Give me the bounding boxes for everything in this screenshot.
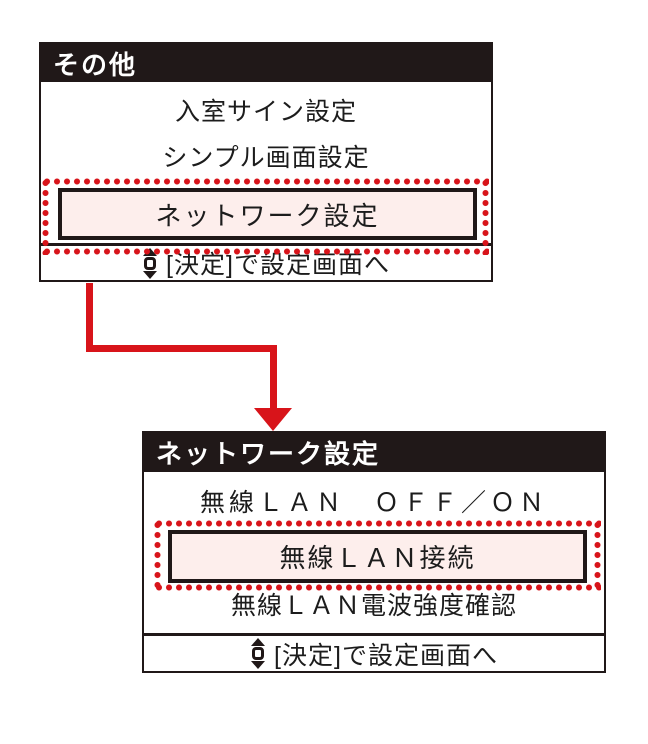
menu-item-wlan-off-on[interactable]: 無線ＬＡＮ ＯＦＦ／ＯＮ: [144, 480, 604, 522]
menu-item-label: 無線ＬＡＮ接続: [279, 543, 476, 573]
arrow-down-glyph: [250, 661, 265, 669]
selector-knob-glyph: [251, 647, 264, 660]
screen-other-menu: その他 入室サイン設定 シンプル画面設定 ネットワーク設定 [決定]で設定画面へ: [39, 42, 493, 282]
menu-item-network-setting-selected[interactable]: ネットワーク設定: [58, 188, 477, 240]
arrow-up-glyph: [250, 638, 265, 646]
dotted-border-left: [154, 520, 161, 591]
screen-title: ネットワーク設定: [156, 439, 381, 469]
footer-hint-text: [決定]で設定画面へ: [274, 641, 498, 670]
menu-item-label: ネットワーク設定: [155, 200, 380, 231]
menu-item-simple-screen-setting[interactable]: シンプル画面設定: [41, 135, 491, 177]
screen-title-bar: ネットワーク設定: [144, 433, 604, 472]
footer-hint-bar: [決定]で設定画面へ: [41, 243, 491, 280]
arrow-down-glyph: [142, 270, 157, 279]
menu-item-entry-sign-setting[interactable]: 入室サイン設定: [41, 89, 491, 131]
dotted-border-top: [42, 178, 489, 185]
up-down-selector-icon: [142, 247, 157, 279]
menu-item-wlan-connect-selected[interactable]: 無線ＬＡＮ接続: [168, 530, 587, 583]
screen-title: その他: [53, 49, 138, 80]
up-down-selector-icon: [250, 638, 265, 669]
footer-hint-bar: [決定]で設定画面へ: [144, 633, 604, 671]
selector-knob-glyph: [143, 256, 156, 270]
screen-network-settings: ネットワーク設定 無線ＬＡＮ ＯＦＦ／ＯＮ 無線ＬＡＮ接続 無線ＬＡＮ電波強度確…: [142, 431, 606, 673]
connector-arrow-segment-right: [86, 345, 277, 352]
screen-title-bar: その他: [41, 44, 491, 82]
menu-item-label: シンプル画面設定: [162, 144, 370, 172]
footer-hint-text: [決定]で設定画面へ: [166, 251, 390, 279]
menu-item-label: 入室サイン設定: [174, 98, 357, 126]
dotted-border-right: [594, 520, 601, 591]
menu-item-wlan-signal-strength[interactable]: 無線ＬＡＮ電波強度確認: [144, 583, 604, 625]
connector-arrow-segment-down: [86, 283, 93, 352]
arrow-up-glyph: [142, 247, 157, 256]
menu-item-label: 無線ＬＡＮ電波強度確認: [230, 592, 517, 620]
connector-arrow-segment-down2: [270, 345, 277, 409]
menu-item-label: 無線ＬＡＮ ＯＦＦ／ＯＮ: [199, 489, 548, 517]
connector-arrowhead-icon: [254, 408, 292, 431]
